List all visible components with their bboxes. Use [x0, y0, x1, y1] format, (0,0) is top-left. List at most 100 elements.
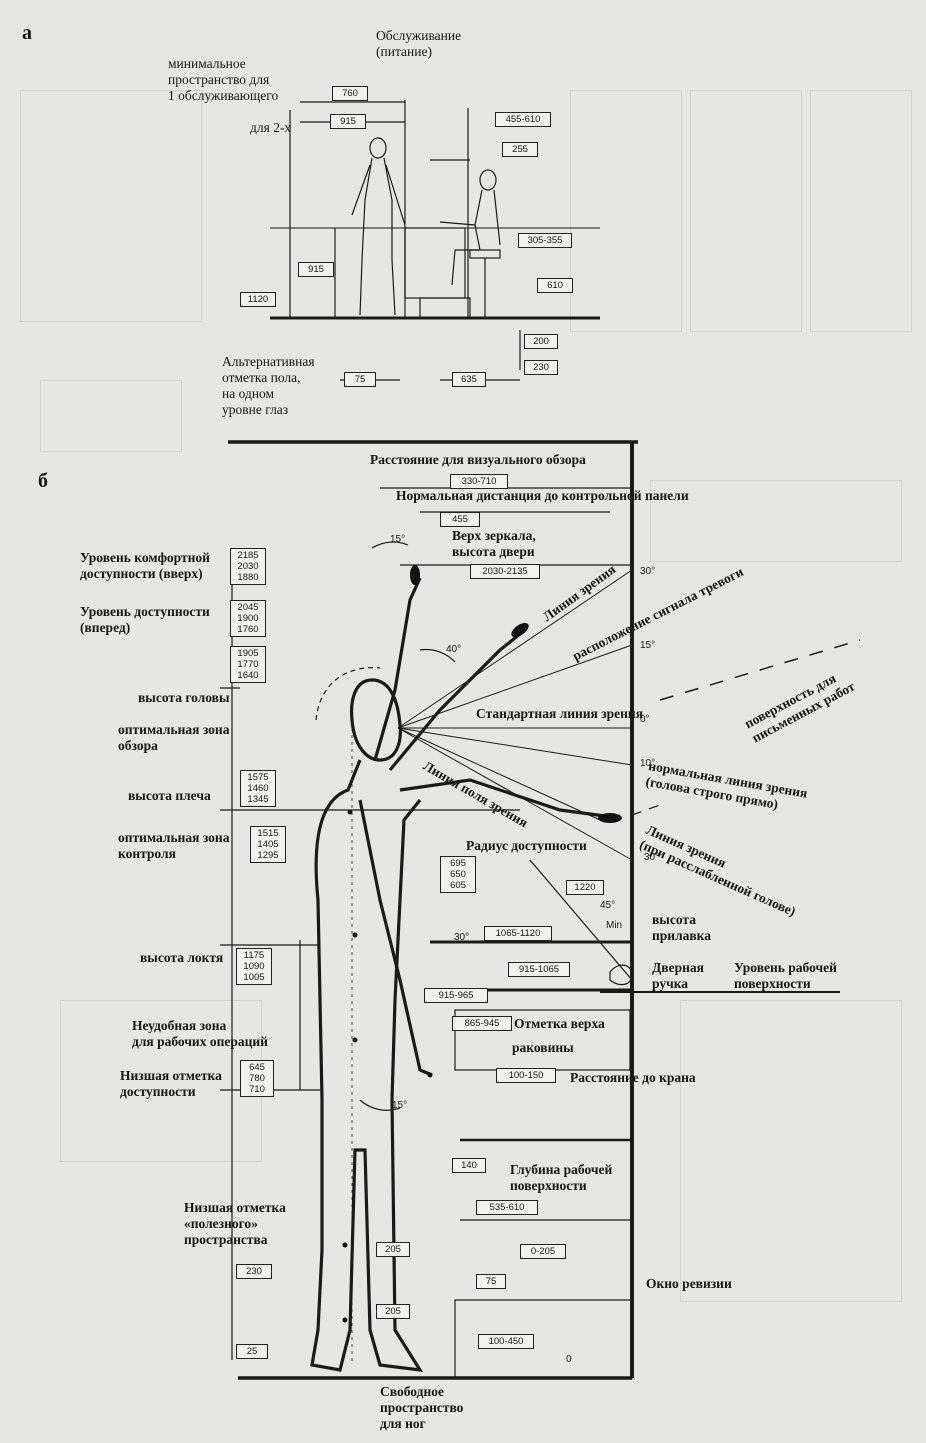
label-head-height: высота головы: [138, 690, 230, 705]
dim-330-710: 330-710: [450, 474, 508, 489]
dim-205-b: 205: [376, 1304, 410, 1319]
bg-ghost-frame: [570, 90, 682, 332]
label-work-surface: Уровень рабочей поверхности: [734, 960, 837, 991]
bg-ghost-frame: [40, 380, 182, 452]
top-raised-floor: [419, 297, 471, 319]
label-low-reach: Низшая отметка доступности: [120, 1068, 222, 1099]
dim-610: 610: [537, 278, 573, 293]
dim-100-450: 100-450: [478, 1334, 534, 1349]
top-standing-body: [351, 157, 406, 316]
top-seated-head: [479, 169, 497, 191]
angle-min: Min: [606, 920, 623, 931]
dim-695: 695 650 605: [440, 856, 476, 893]
label-low-useful: Низшая отметка «полезного» пространства: [184, 1200, 286, 1247]
dim-1220: 1220: [566, 880, 604, 895]
dim-645: 645 780 710: [240, 1060, 274, 1097]
head-arc: [315, 667, 381, 721]
top-bar-stool: [469, 249, 501, 259]
angle-30-counter: 30°: [454, 932, 470, 943]
angle-30-top: 30°: [640, 566, 656, 577]
label-sink: раковины: [512, 1040, 574, 1055]
dim-635: 635: [452, 372, 486, 387]
angle-arc: [359, 1099, 401, 1111]
label-uncomfortable: Неудобная зона для рабочих операций: [132, 1018, 268, 1049]
bg-ghost-frame: [20, 90, 202, 322]
dim-100-150: 100-150: [496, 1068, 556, 1083]
angle-15-right: 15°: [640, 640, 656, 651]
label-counter: высота прилавка: [652, 912, 712, 943]
toe-kick: [454, 1299, 633, 1379]
label-normal-panel: Нормальная дистанция до контрольной пане…: [396, 488, 689, 503]
angle-0: 0°: [640, 714, 650, 725]
label-mirror-top: Верх зеркала, высота двери: [452, 528, 536, 559]
dim-915-965: 915-965: [424, 988, 488, 1003]
bg-ghost-frame: [680, 1000, 902, 1302]
angle-15-foot: 15°: [392, 1100, 408, 1111]
dim-915: 915: [330, 114, 366, 129]
section-letter-a: а: [22, 22, 32, 44]
dim-455-610: 455-610: [495, 112, 551, 127]
label-reach-forward: Уровень доступности (вперед): [80, 604, 210, 635]
label-tap: Расстояние до крана: [570, 1070, 696, 1085]
dim-535-610: 535-610: [476, 1200, 538, 1215]
bg-ghost-frame: [810, 90, 912, 332]
arm-hand-markers: [342, 565, 622, 1323]
dim-200: 200: [524, 334, 558, 349]
label-optimal-view: оптимальная зона обзора: [118, 722, 230, 753]
angle-30-low: 30°: [644, 852, 660, 863]
dim-205: 205: [376, 1242, 410, 1257]
dim-2185: 2185 2030 1880: [230, 548, 266, 585]
angle-40: 40°: [446, 644, 462, 655]
top-standing-head: [369, 137, 387, 159]
label-comfort-reach: Уровень комфортной доступности (вверх): [80, 550, 210, 581]
angle-arc: [419, 648, 456, 663]
dim-305-355: 305-355: [518, 233, 572, 248]
angle-arc: [371, 541, 409, 549]
label-standard-sight: Стандартная линия зрения: [476, 706, 644, 721]
label-optimal-control: оптимальная зона контроля: [118, 830, 230, 861]
bg-ghost-frame: [690, 90, 802, 332]
bg-ghost-frame: [650, 480, 902, 562]
label-door-handle: Дверная ручка: [652, 960, 704, 991]
dim-1120: 1120: [240, 292, 276, 307]
dim-75: 75: [344, 372, 376, 387]
diagonal-reach: [529, 859, 633, 981]
dim-230: 230: [524, 360, 558, 375]
dim-865-945: 865-945: [452, 1016, 512, 1031]
relaxed-dash: [631, 804, 661, 816]
section-letter-b: б: [38, 470, 48, 492]
dim-140: 140: [452, 1158, 486, 1173]
label-sink-top: Отметка верха: [514, 1016, 605, 1031]
label-depth: Глубина рабочей поверхности: [510, 1162, 613, 1193]
dim-915-1065: 915-1065: [508, 962, 570, 977]
label-elbow: высота локтя: [140, 950, 224, 965]
dim-915-b: 915: [298, 262, 334, 277]
label-radius: Радиус доступности: [466, 838, 587, 853]
label-for-two: для 2-х: [250, 120, 292, 135]
label-min-space: минимальное пространство для 1 обслужива…: [168, 56, 279, 103]
dim-0-205: 0-205: [520, 1244, 566, 1259]
dim-1175: 1175 1090 1005: [236, 948, 272, 985]
door-handle: [609, 964, 633, 986]
label-visual-distance: Расстояние для визуального обзора: [370, 452, 586, 467]
dim-230: 230: [236, 1264, 272, 1279]
label-inspection: Окно ревизии: [646, 1276, 732, 1291]
label-service: Обслуживание (питание): [376, 28, 462, 59]
human-figure: [310, 577, 621, 1373]
dim-255: 255: [502, 142, 538, 157]
dim-1905: 1905 1770 1640: [230, 646, 266, 683]
angle-45: 45°: [600, 900, 616, 911]
angle-15-top: 15°: [390, 534, 406, 545]
dim-455: 455: [440, 512, 480, 527]
dim-760: 760: [332, 86, 368, 101]
writing-dash: [659, 639, 861, 701]
angle-10: 10°: [640, 758, 656, 769]
top-counter: [404, 227, 466, 299]
dim-2030-2135: 2030-2135: [470, 564, 540, 579]
label-shoulder: высота плеча: [128, 788, 211, 803]
dim-1515: 1515 1405 1295: [250, 826, 286, 863]
dim-75: 75: [476, 1274, 506, 1289]
top-seated-body: [439, 189, 501, 286]
